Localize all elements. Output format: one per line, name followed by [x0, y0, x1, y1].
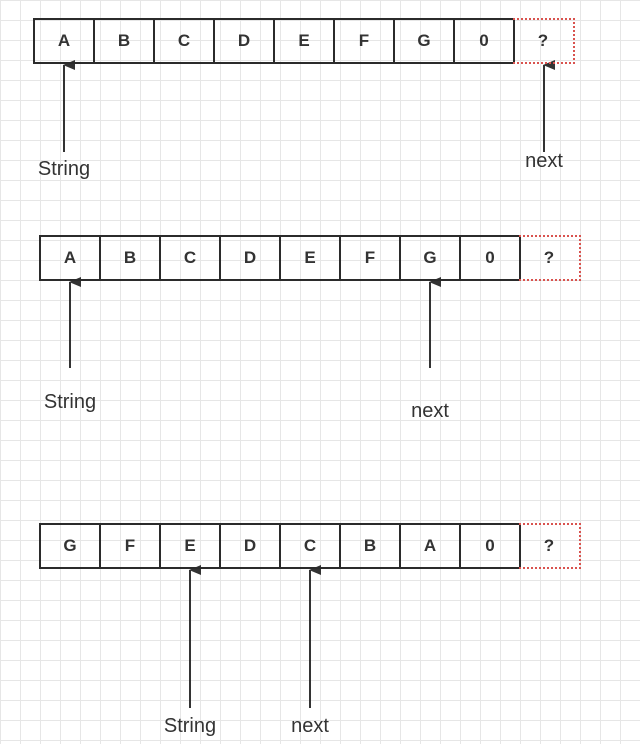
- array-cell: G: [399, 235, 461, 281]
- array-cell: A: [33, 18, 95, 64]
- unknown-cell: ?: [513, 18, 575, 64]
- array-cell: A: [39, 235, 101, 281]
- array-cell: E: [279, 235, 341, 281]
- unknown-cell: ?: [519, 523, 581, 569]
- array-cell: C: [153, 18, 215, 64]
- unknown-cell: ?: [519, 235, 581, 281]
- array-cell: E: [159, 523, 221, 569]
- array-cell: E: [273, 18, 335, 64]
- array-cell: A: [399, 523, 461, 569]
- array-cell: F: [333, 18, 395, 64]
- array-cell: C: [159, 235, 221, 281]
- array-cell: F: [339, 235, 401, 281]
- array-cell: 0: [453, 18, 515, 64]
- array-cell: D: [219, 523, 281, 569]
- array-cell: G: [39, 523, 101, 569]
- array-cell: C: [279, 523, 341, 569]
- array-cell: 0: [459, 235, 521, 281]
- array-cell: B: [99, 235, 161, 281]
- array-cell: D: [213, 18, 275, 64]
- array-cell: B: [93, 18, 155, 64]
- array-cell: 0: [459, 523, 521, 569]
- string-pointer-label: String: [37, 158, 91, 180]
- string-pointer-label: String: [43, 391, 97, 413]
- next-pointer-label: next: [411, 400, 449, 422]
- array-cell: G: [393, 18, 455, 64]
- string-pointer-label: String: [163, 715, 217, 737]
- next-pointer-label: next: [291, 715, 329, 737]
- array-cell: B: [339, 523, 401, 569]
- next-pointer-label: next: [525, 150, 563, 172]
- array-cell: D: [219, 235, 281, 281]
- array-cell: F: [99, 523, 161, 569]
